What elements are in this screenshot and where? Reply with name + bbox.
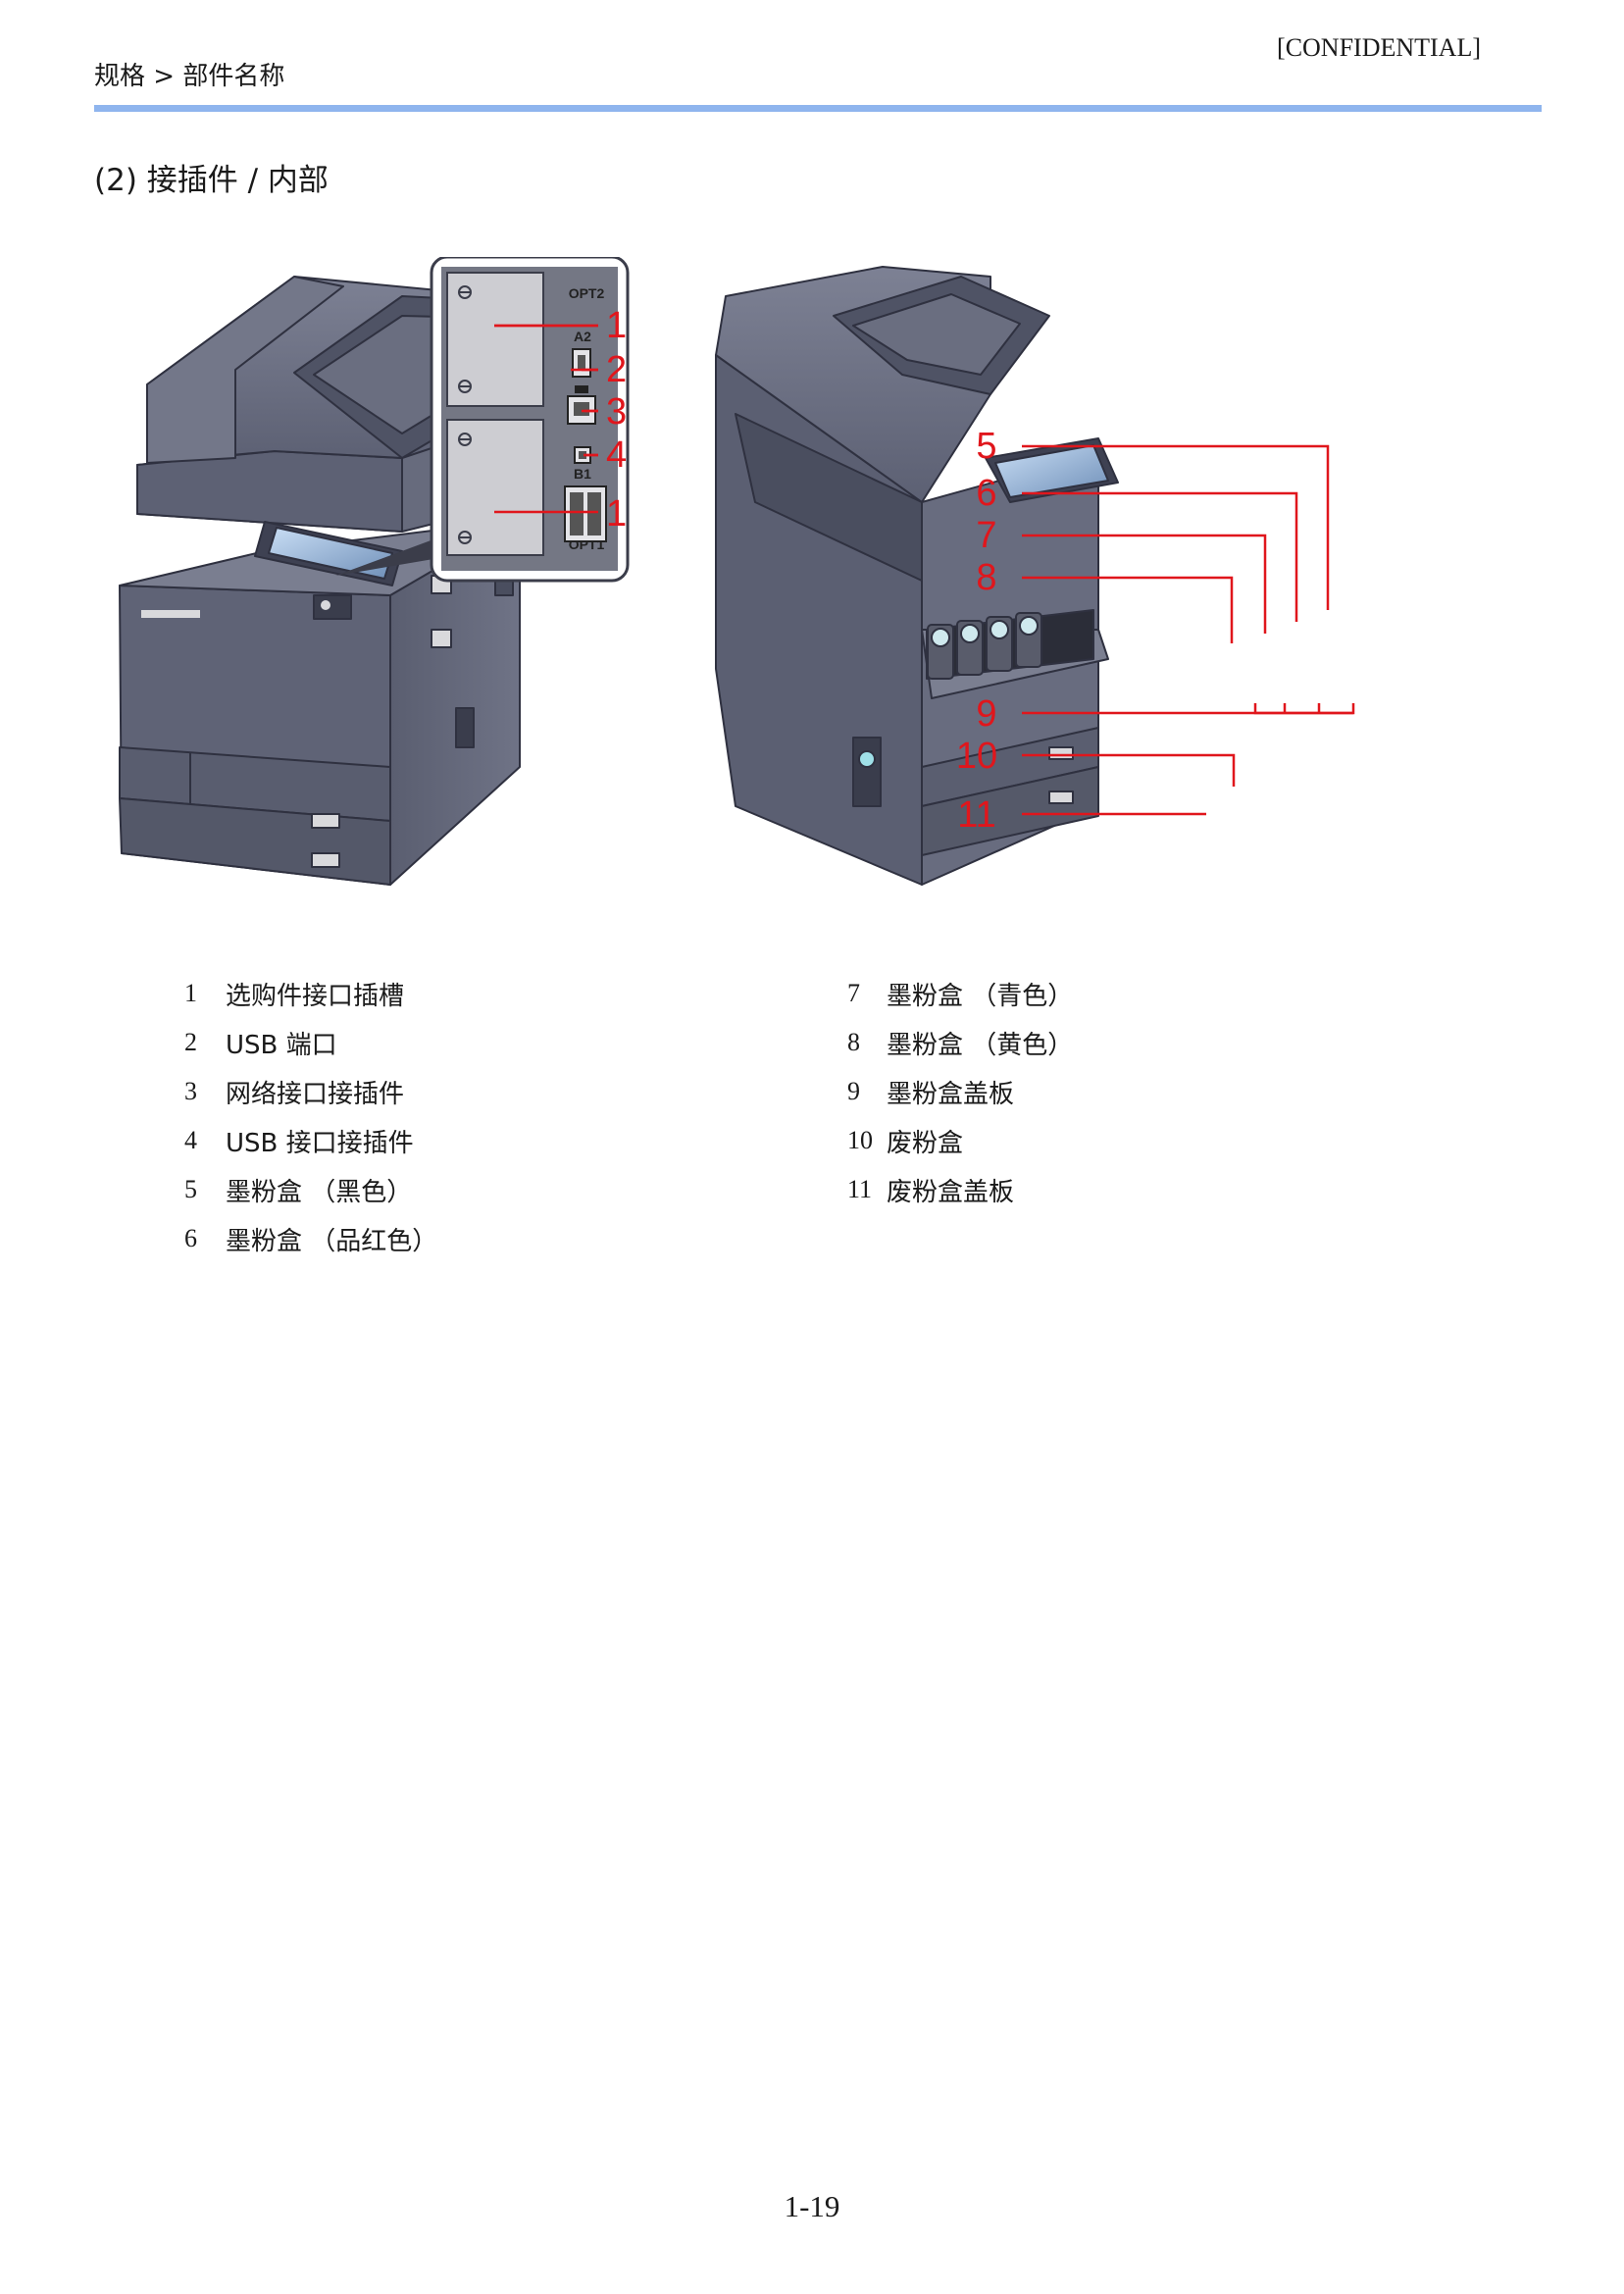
legend-left-column: 1 选购件接口插槽 2 USB 端口 3 网络接口接插件 4 USB 接口接插件 5 墨粉… [184,969,437,1263]
machine-leader-lines [1022,444,1355,816]
legend-label: 网络接口接插件 [226,1079,405,1109]
legend-label: 废粉盒 [887,1128,964,1158]
usb-b-label: B1 [574,466,591,482]
opt2-label: OPT2 [569,285,605,301]
callout-3: 3 [606,391,627,433]
legend-num: 8 [847,1028,860,1056]
legend-item: 1 选购件接口插槽 [184,969,437,1018]
connector-panel: OPT2 OPT1 A2 B1 [430,257,630,583]
legend-right-column: 7 墨粉盒 （青色） 8 墨粉盒 （黄色） 9 墨粉盒盖板 10 废粉盒 11 废粉盒盖板 [847,969,1073,1214]
connectors-figure: OPT2 OPT1 A2 B1 1 2 3 4 1 [119,257,1355,886]
callout-10: 10 [956,736,997,777]
callout-5: 5 [976,426,996,467]
callout-11: 11 [957,794,995,836]
legend-num: 5 [184,1175,197,1203]
callout-7: 7 [976,515,996,556]
legend-label: 墨粉盒 （青色） [887,981,1074,1011]
page-number: 1-19 [784,2189,840,2223]
legend-label: USB 端口 [226,1030,337,1060]
legend-item: 8 墨粉盒 （黄色） [847,1018,1073,1067]
callout-1-bottom: 1 [606,493,627,535]
legend-label: 墨粉盒盖板 [887,1079,1015,1109]
legend-item: 10 废粉盒 [847,1116,1073,1165]
legend-num: 6 [184,1224,197,1252]
callout-9: 9 [976,693,996,735]
usb-a-label: A2 [574,329,591,344]
panel-leader-extensions [494,324,598,457]
legend-num: 11 [847,1175,873,1203]
section-title: (2) 接插件 / 内部 [94,163,329,198]
legend-item: 4 USB 接口接插件 [184,1116,437,1165]
breadcrumb: 规格 > 部件名称 [94,62,285,91]
legend-num: 7 [847,979,860,1007]
legend-item: 3 网络接口接插件 [184,1067,437,1116]
zoom-indicator [335,539,433,576]
callout-6: 6 [976,473,996,514]
callout-1-top: 1 [606,305,627,346]
legend-label: 墨粉盒 （黄色） [887,1030,1074,1060]
legend-item: 9 墨粉盒盖板 [847,1067,1073,1116]
legend-item: 2 USB 端口 [184,1018,437,1067]
legend-num: 9 [847,1077,860,1105]
legend-num: 10 [847,1126,873,1154]
legend-item: 6 墨粉盒 （品红色） [184,1214,437,1263]
option-slot-opt2 [446,272,544,407]
legend-num: 1 [184,979,197,1007]
toner-cartridges [927,612,1042,680]
legend-label: USB 接口接插件 [226,1128,414,1158]
legend-label: 墨粉盒 （品红色） [226,1226,438,1256]
callout-8: 8 [976,557,996,598]
confidential-mark: [CONFIDENTIAL] [1277,33,1481,62]
legend-label: 废粉盒盖板 [887,1177,1015,1207]
right-machine-illustration [715,266,1119,886]
legend-item: 11 废粉盒盖板 [847,1165,1073,1214]
waste-toner-icon [858,750,876,768]
legend-num: 2 [184,1028,197,1056]
legend-label: 墨粉盒 （黑色） [226,1177,413,1207]
legend-num: 3 [184,1077,197,1105]
legend-num: 4 [184,1126,197,1154]
callout-2: 2 [606,349,627,390]
header-divider [94,105,1542,112]
legend-item: 7 墨粉盒 （青色） [847,969,1073,1018]
legend-item: 5 墨粉盒 （黑色） [184,1165,437,1214]
legend-label: 选购件接口插槽 [226,981,405,1011]
callout-4: 4 [606,434,627,476]
